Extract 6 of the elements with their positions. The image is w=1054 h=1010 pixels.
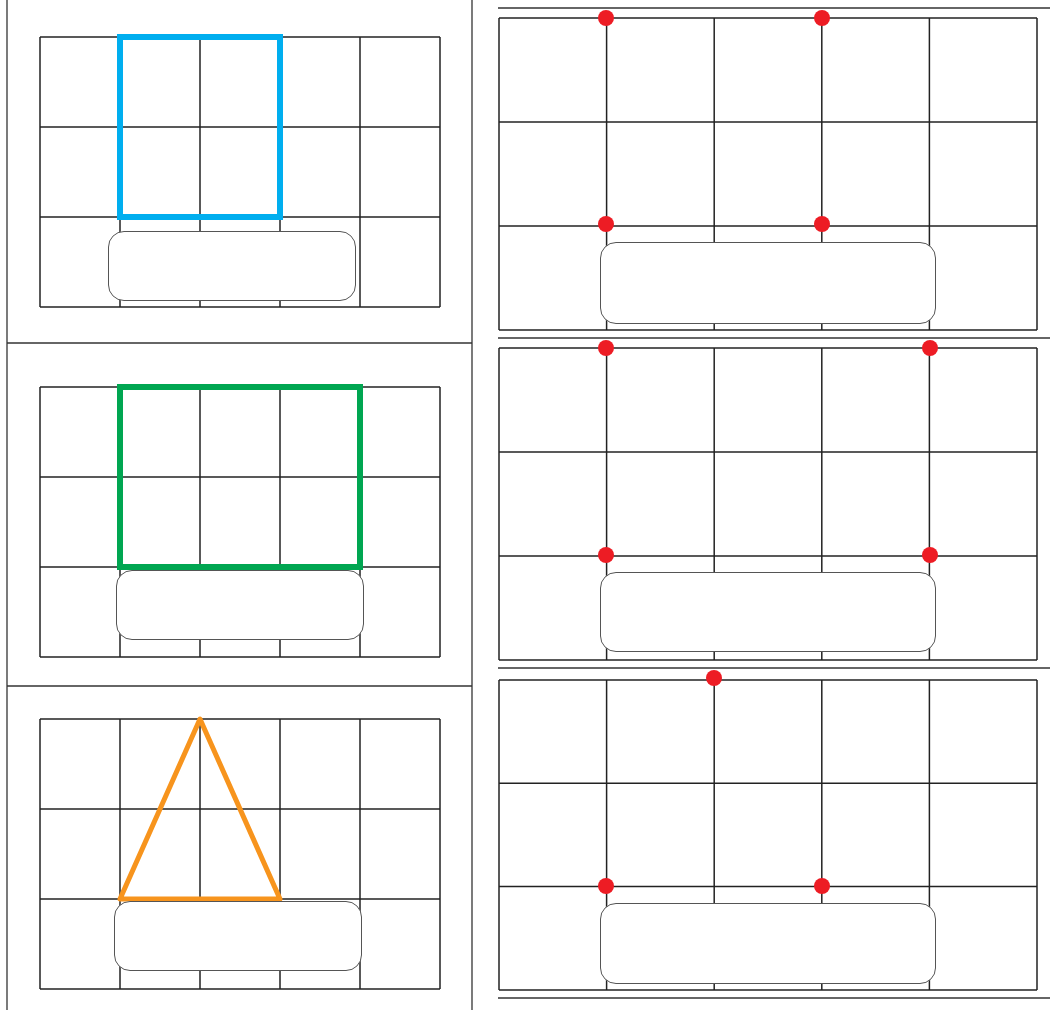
answer-box <box>600 903 936 984</box>
answer-box <box>114 901 362 971</box>
answer-box <box>108 231 356 301</box>
answer-box <box>600 242 936 324</box>
answer-box <box>600 572 936 652</box>
answer-box <box>116 570 364 640</box>
